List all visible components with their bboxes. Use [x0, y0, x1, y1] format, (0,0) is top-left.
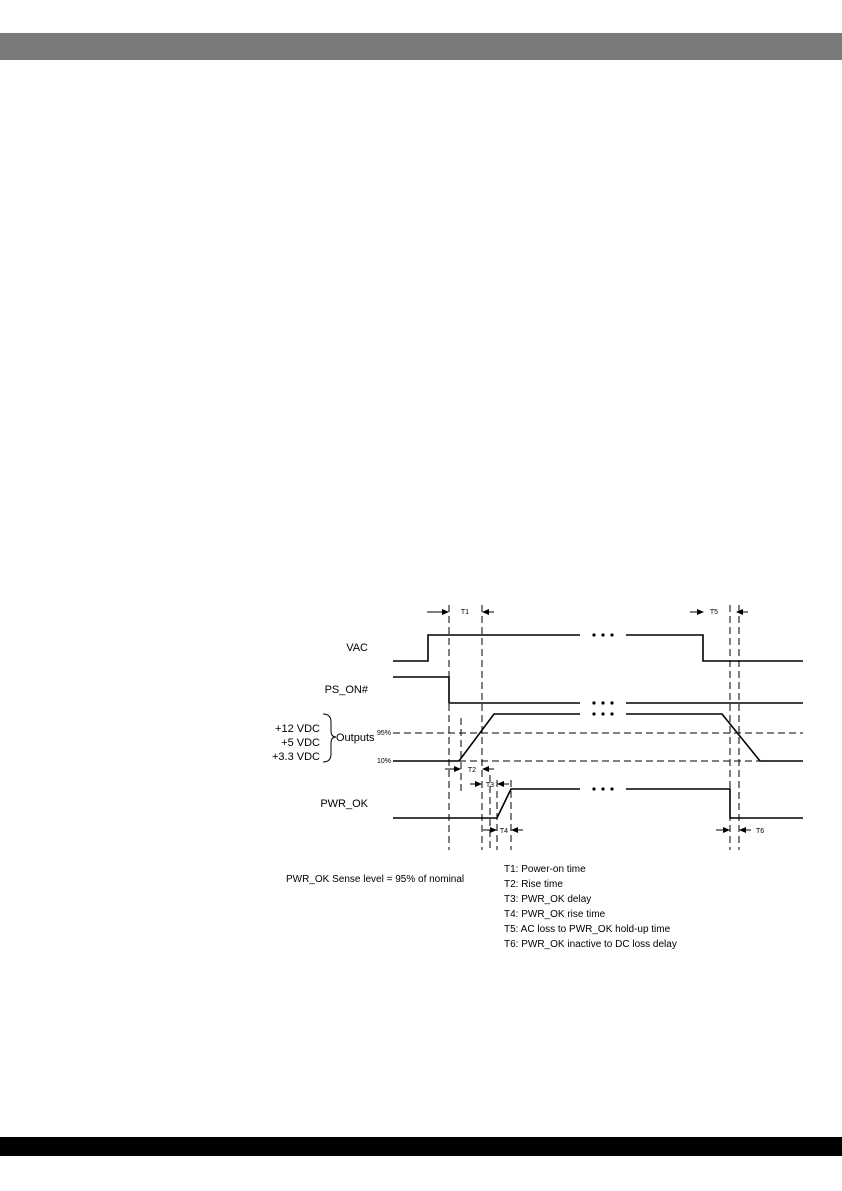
vac-waveform-left	[393, 634, 580, 662]
legend-item: T4: PWR_OK rise time	[504, 909, 606, 920]
t1-marker	[427, 609, 494, 615]
outputs-brace	[322, 713, 337, 763]
t2-label: T2	[468, 767, 476, 774]
t6-marker	[716, 827, 751, 833]
label-ps-on: PS_ON#	[325, 684, 369, 696]
t1-label: T1	[461, 609, 469, 616]
legend-item: T6: PWR_OK inactive to DC loss delay	[504, 939, 677, 950]
outputs-waveform-right	[626, 713, 803, 762]
t5-marker	[690, 609, 748, 615]
t3-label: T3	[486, 782, 494, 789]
ps-on-waveform-left	[393, 676, 580, 704]
t3-marker	[470, 781, 509, 787]
level-high-label: 95%	[377, 730, 391, 737]
timing-legend: T1: Power-on time T2: Rise time T3: PWR_…	[504, 864, 677, 950]
pwr-ok-waveform-left	[393, 788, 580, 819]
legend-item: T2: Rise time	[504, 879, 563, 890]
t4-label: T4	[500, 828, 508, 835]
label-12v: +12 VDC	[275, 723, 320, 735]
sense-level-note: PWR_OK Sense level = 95% of nominal	[286, 874, 464, 885]
t6-label: T6	[756, 828, 764, 835]
label-outputs: Outputs	[336, 732, 375, 744]
t2-marker	[445, 766, 494, 772]
outputs-waveform-left	[393, 713, 580, 762]
footer-bar	[0, 1137, 842, 1156]
timing-markers	[448, 605, 740, 850]
legend-item: T5: AC loss to PWR_OK hold-up time	[504, 924, 671, 935]
level-low-label: 10%	[377, 758, 391, 765]
legend-item: T3: PWR_OK delay	[504, 894, 591, 905]
label-vac: VAC	[346, 642, 368, 654]
label-3v3: +3.3 VDC	[272, 751, 320, 763]
legend-item: T1: Power-on time	[504, 864, 586, 875]
header-bar	[0, 33, 842, 60]
t5-label: T5	[710, 609, 718, 616]
continuation-dots	[592, 633, 614, 791]
t4-marker	[483, 827, 523, 833]
vac-waveform-right	[626, 634, 803, 662]
pwr-ok-waveform-right	[626, 788, 803, 819]
label-5v: +5 VDC	[281, 737, 320, 749]
label-pwr-ok: PWR_OK	[320, 798, 368, 810]
